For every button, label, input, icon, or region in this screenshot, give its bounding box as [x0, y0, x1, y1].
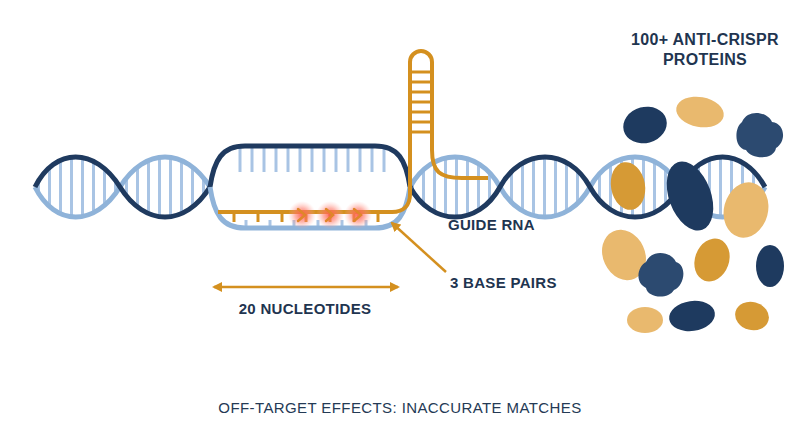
dimension-arrow — [214, 286, 398, 289]
helix-rungs — [35, 157, 210, 217]
mismatch-chevrons — [298, 209, 361, 221]
dna-bubble — [210, 146, 410, 187]
dna-bubble — [210, 187, 410, 228]
mismatch-glow — [288, 201, 372, 229]
rna-label: GUIDE RNA — [448, 216, 588, 235]
callout-label: 3 BASE PAIRS — [450, 274, 600, 293]
guide-rna-strand — [218, 51, 488, 212]
group-heading: 100+ ANTI-CRISPR PROTEINS — [612, 30, 798, 70]
dimension-label: 20 NUCLEOTIDES — [205, 300, 405, 319]
caption: OFF-TARGET EFFECTS: INACCURATE MATCHES — [0, 399, 800, 418]
hairpin-bases — [410, 72, 432, 132]
top-strand-bases — [240, 148, 384, 172]
protein-cluster — [594, 93, 784, 334]
dna-strand — [35, 157, 210, 217]
leader-arrow — [392, 223, 446, 272]
dna-strand — [35, 157, 210, 217]
